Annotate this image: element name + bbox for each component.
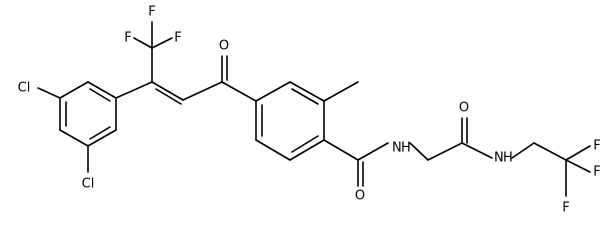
fluorine-label: F <box>593 139 600 154</box>
bond <box>133 37 153 49</box>
fluorine-label: F <box>562 201 569 216</box>
fluorine-label: F <box>124 31 131 46</box>
fluorine-label: F <box>148 5 155 20</box>
hydrogen-label: H <box>503 151 513 166</box>
fluorine-label: F <box>174 31 181 46</box>
nitrogen-label: N <box>494 151 504 166</box>
bond <box>511 142 535 159</box>
bond <box>221 81 257 102</box>
bond <box>533 142 567 161</box>
bond <box>115 81 153 99</box>
bond <box>461 142 493 159</box>
bond <box>291 135 319 153</box>
bond <box>59 81 89 99</box>
nitrogen-label: N <box>392 141 402 156</box>
bond <box>289 139 325 161</box>
bond <box>427 142 463 161</box>
bond <box>151 37 173 49</box>
bond <box>357 142 389 161</box>
oxygen-label: O <box>355 189 365 204</box>
amine-labels: N H N H <box>392 141 513 166</box>
chemical-structure-diagram: Cl Cl F F F O O O F F F N H N H <box>18 5 601 216</box>
bond <box>323 81 359 102</box>
bond <box>89 126 111 140</box>
bond <box>87 129 117 147</box>
bond <box>151 81 184 101</box>
bond <box>409 142 429 161</box>
chlorine-label: Cl <box>18 81 31 96</box>
bond <box>155 88 182 105</box>
bond <box>182 81 223 101</box>
bond <box>289 81 325 102</box>
bond <box>565 159 591 173</box>
bond <box>89 88 111 102</box>
bond <box>323 139 359 161</box>
bond <box>255 81 291 102</box>
oxygen-label: O <box>219 39 229 54</box>
bond <box>87 81 117 99</box>
bond <box>37 87 61 99</box>
chlorine-label: Cl <box>82 177 95 192</box>
hydrogen-label: H <box>401 141 411 156</box>
bond <box>565 145 591 161</box>
atom-labels: Cl Cl F F F O O O F F F <box>18 5 601 216</box>
oxygen-label: O <box>459 101 469 116</box>
bonds <box>37 21 591 197</box>
bond <box>59 129 89 147</box>
bond <box>255 139 291 161</box>
bond <box>291 88 319 105</box>
fluorine-label: F <box>593 165 600 180</box>
